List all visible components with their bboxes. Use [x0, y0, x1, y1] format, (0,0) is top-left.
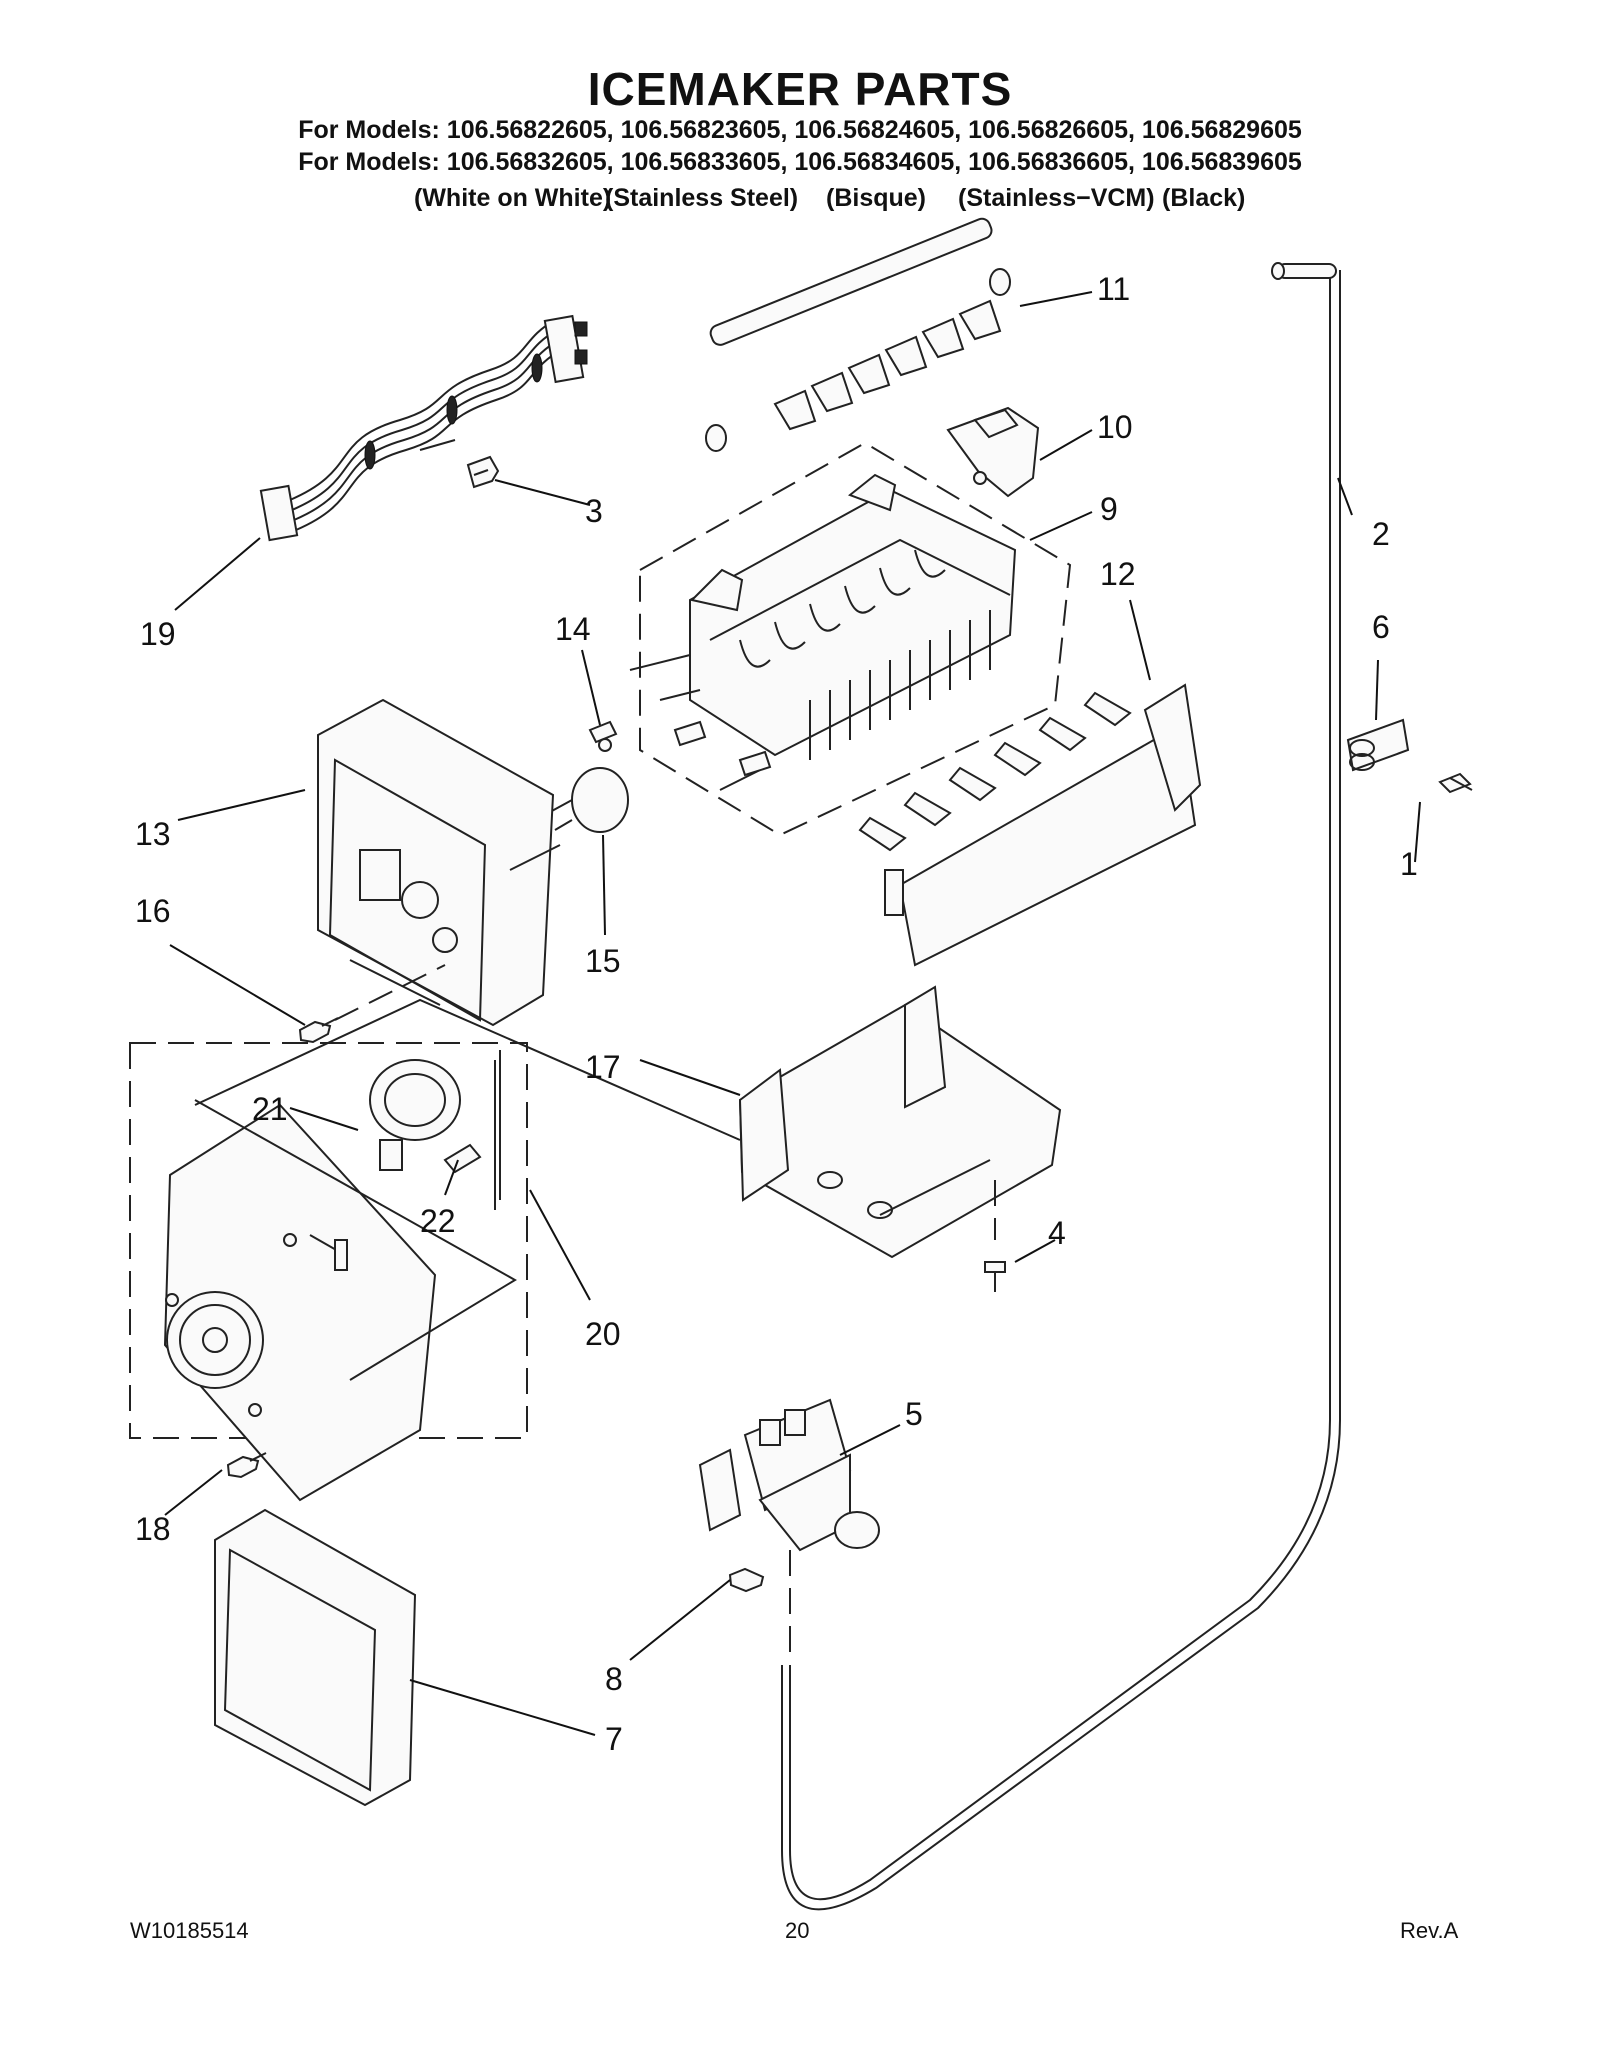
part-11-ejector [705, 217, 1011, 452]
part-1-screw [1438, 772, 1473, 794]
leader-12 [1129, 599, 1151, 681]
models-line-1: For Models: 106.56822605, 106.56823605, … [298, 116, 1302, 144]
callout-4: 4 [1048, 1215, 1066, 1251]
leader-11 [1019, 291, 1093, 307]
part-13-control-housing [317, 698, 561, 1027]
leader-22 [444, 1159, 459, 1196]
callout-20: 20 [585, 1316, 621, 1352]
document-number: W10185514 [130, 1918, 249, 1943]
leader-19 [174, 537, 261, 611]
page-number: 20 [785, 1918, 810, 1943]
leader-lines [164, 291, 1421, 1736]
callout-7: 7 [605, 1721, 623, 1757]
part-9-icemaker-mold [629, 441, 1072, 837]
callout-6: 6 [1372, 609, 1390, 645]
part-18-screw [226, 1452, 267, 1479]
callout-22: 22 [420, 1203, 456, 1239]
callout-8: 8 [605, 1661, 623, 1697]
leader-16 [169, 944, 306, 1026]
callout-10: 10 [1097, 409, 1133, 445]
callout-21: 21 [252, 1091, 288, 1127]
callout-12: 12 [1100, 556, 1136, 592]
part-10-bearing-bracket [946, 406, 1040, 498]
leader-7 [409, 1679, 596, 1736]
leader-1 [1414, 801, 1421, 863]
page-title: ICEMAKER PARTS [587, 63, 1013, 115]
callout-15: 15 [585, 943, 621, 979]
models-line-2: For Models: 106.56832605, 106.56833605, … [298, 148, 1302, 176]
callout-13: 13 [135, 816, 171, 852]
part-16-screw [298, 1017, 339, 1044]
part-21-motor [369, 1050, 501, 1210]
leader-17 [639, 1059, 741, 1096]
leader-10 [1039, 429, 1093, 461]
part-2-fill-tube [781, 262, 1341, 1911]
leader-2 [1337, 477, 1353, 516]
leader-6 [1375, 659, 1379, 721]
variant-black: (Black) [1162, 184, 1246, 212]
leader-8 [629, 1579, 731, 1661]
part-17-bottom-cover [738, 985, 1062, 1259]
callout-3: 3 [585, 493, 603, 529]
part-8-screw [728, 1567, 765, 1593]
leader-5 [839, 1424, 901, 1456]
part-12-ice-stripper [858, 683, 1202, 967]
part-4-screw [984, 1261, 1006, 1292]
part-7-front-cover [214, 1508, 417, 1807]
leader-15 [602, 834, 606, 936]
callout-18: 18 [135, 1511, 171, 1547]
part-14-thermostat-clip [588, 720, 618, 752]
callout-labels: 1 2 3 4 5 6 7 8 9 10 11 12 13 14 15 16 1… [135, 271, 1418, 1757]
leader-20 [529, 1189, 591, 1301]
leader-18 [164, 1469, 223, 1516]
callout-17: 17 [585, 1049, 621, 1085]
leader-21 [289, 1107, 359, 1131]
part-19-wire-harness [259, 314, 588, 542]
callout-2: 2 [1372, 516, 1390, 552]
variant-bisque: (Bisque) [826, 184, 926, 212]
leader-14 [581, 649, 601, 726]
variant-stainless-steel: (Stainless Steel) [605, 184, 799, 212]
part-6-tube-clamp [1346, 718, 1410, 772]
part-15-thermostat [549, 767, 629, 833]
part-3-wire-clip [466, 455, 500, 489]
leader-4 [1014, 1239, 1056, 1263]
part-20-motor-module [129, 998, 741, 1502]
variant-stainless-vcm: (Stainless−VCM) [958, 184, 1155, 212]
part-22-switch [443, 1143, 482, 1174]
leader-3 [494, 479, 591, 506]
callout-19: 19 [140, 616, 176, 652]
variant-white-on-white: (White on White) [414, 184, 612, 212]
revision-label: Rev.A [1400, 1918, 1459, 1943]
callout-5: 5 [905, 1396, 923, 1432]
callout-11: 11 [1097, 271, 1130, 307]
callout-16: 16 [135, 893, 171, 929]
leader-9 [1029, 511, 1093, 541]
callout-1: 1 [1400, 846, 1418, 882]
part-5-water-valve [698, 1398, 880, 1660]
leader-13 [177, 789, 306, 821]
callout-9: 9 [1100, 491, 1118, 527]
callout-14: 14 [555, 611, 591, 647]
